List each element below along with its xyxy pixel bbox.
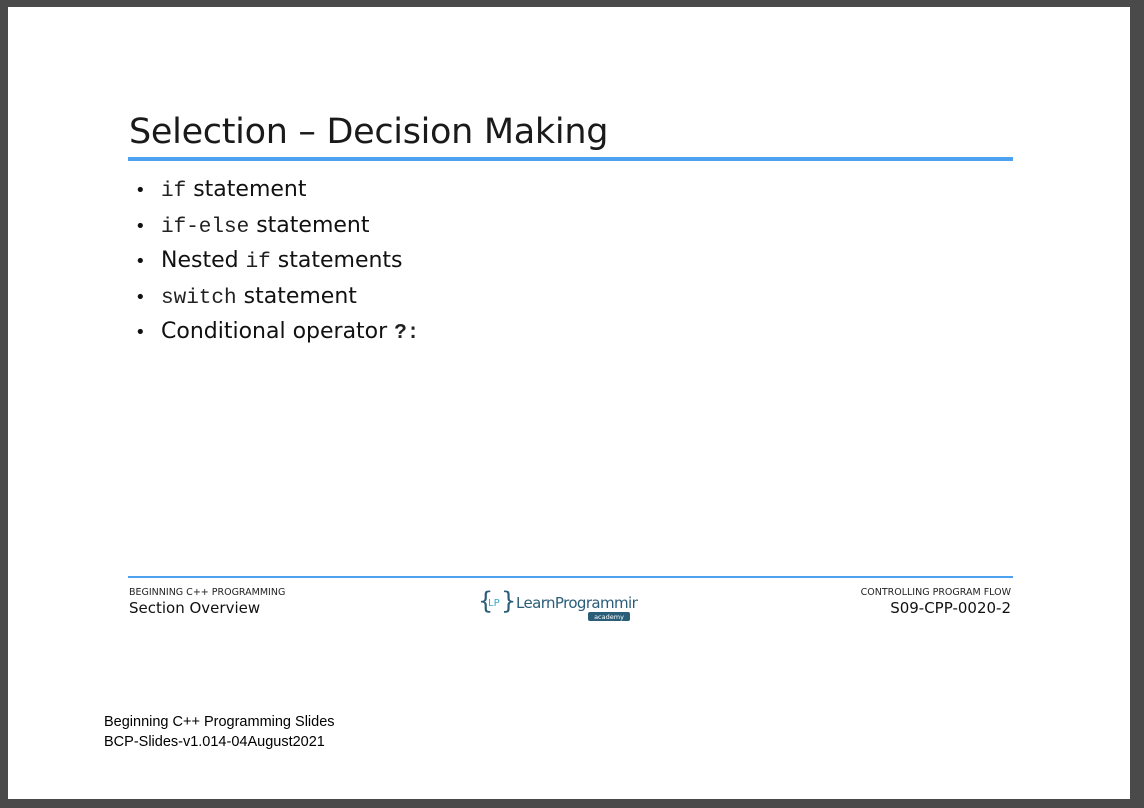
- logo-sub: academy: [594, 613, 624, 621]
- bullet-list: • if statement • if-else statement • Nested…: [135, 173, 419, 351]
- bullet-item: • Nested if statements: [135, 244, 419, 280]
- bullet-code: ?:: [394, 322, 420, 345]
- topic-label: CONTROLLING PROGRAM FLOW: [860, 587, 1011, 598]
- title-underline: [128, 157, 1013, 161]
- bullet-text: statements: [270, 248, 403, 273]
- bullet-dot-icon: •: [135, 180, 146, 201]
- bullet-text: statement: [236, 283, 357, 309]
- footer-divider: [128, 576, 1013, 578]
- bullet-dot-icon: •: [135, 251, 146, 272]
- svg-text:{: {: [478, 587, 493, 615]
- bullet-text: statement: [249, 212, 370, 238]
- bullet-code: if: [161, 180, 187, 203]
- learnprogramming-logo: { LP } LearnProgramming academy: [478, 587, 638, 621]
- pdf-page: Selection – Decision Making • if statemen…: [8, 7, 1130, 799]
- document-version-note: BCP-Slides-v1.014-04August2021: [104, 734, 325, 750]
- bullet-text: statement: [186, 177, 307, 202]
- section-title: Section Overview: [129, 599, 261, 617]
- bullet-prefix: Nested: [161, 248, 246, 273]
- bullet-code: switch: [161, 286, 237, 310]
- bullet-item: • if-else statement: [135, 209, 419, 245]
- course-label: BEGINNING C++ PROGRAMMING: [129, 587, 286, 598]
- svg-text:}: }: [501, 587, 516, 615]
- bullet-item: • Conditional operator ?:: [135, 315, 419, 351]
- logo-mark: LP: [488, 598, 500, 609]
- bullet-dot-icon: •: [135, 286, 146, 308]
- bullet-item: • if statement: [135, 173, 419, 209]
- bullet-prefix: Conditional operator: [161, 319, 395, 344]
- bullet-dot-icon: •: [135, 215, 146, 237]
- bullet-code: if: [245, 251, 271, 274]
- bullet-item: • switch statement: [135, 280, 419, 316]
- bullet-code: if-else: [161, 215, 250, 239]
- slide-title: Selection – Decision Making: [129, 112, 609, 152]
- slide-id: S09-CPP-0020-2: [890, 599, 1011, 617]
- document-title-note: Beginning C++ Programming Slides: [104, 714, 335, 730]
- bullet-dot-icon: •: [135, 322, 146, 343]
- logo-text: LearnProgramming: [516, 594, 638, 612]
